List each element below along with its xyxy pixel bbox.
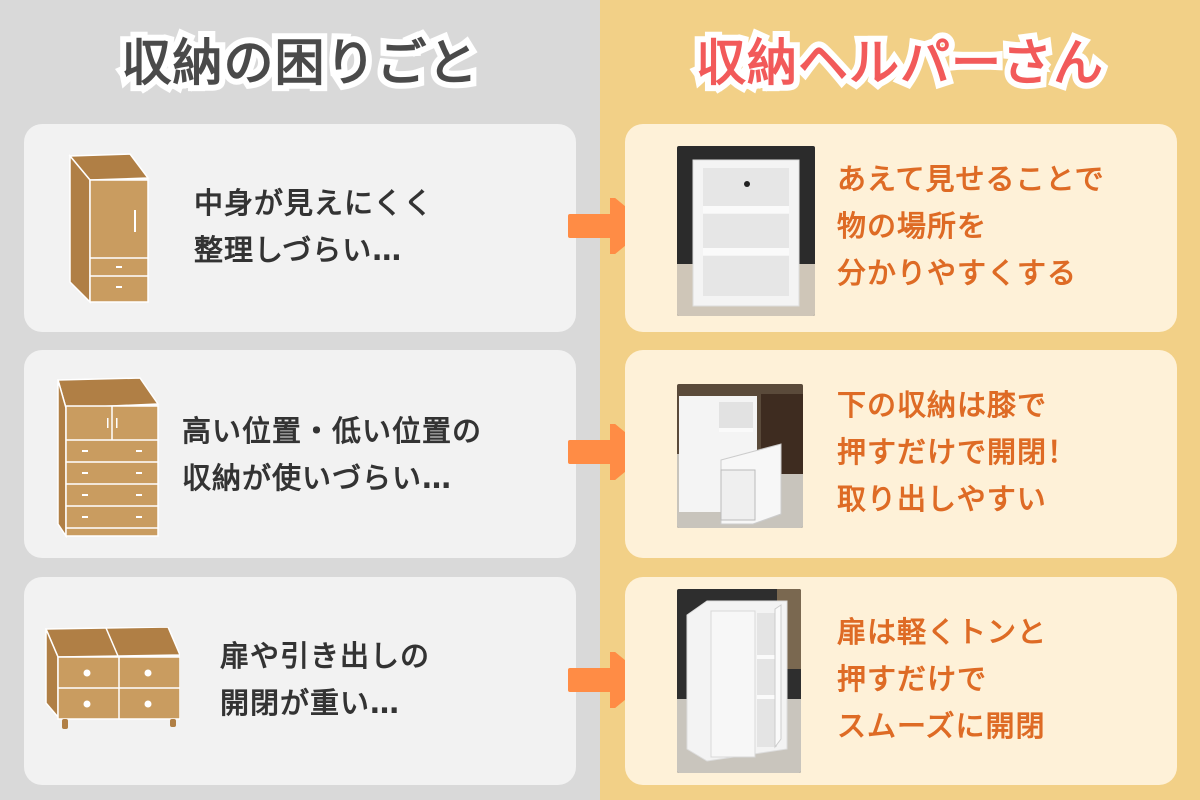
problem-card-1: 中身が見えにくく 整理しづらい… — [24, 124, 576, 332]
solution-card-3: 扉は軽くトンと 押すだけで スムーズに開閉 — [625, 577, 1177, 785]
door-cabinet-photo — [677, 589, 801, 773]
wardrobe-icon — [68, 153, 150, 304]
low-chest-icon — [44, 627, 180, 729]
solution-text-line: 物の場所を — [837, 209, 988, 243]
solution-text-line: 分かりやすくする — [837, 256, 1078, 290]
problem-text-line: 開閉が重い… — [220, 686, 401, 720]
open-shelf-photo — [677, 146, 815, 316]
solution-text-line: あえて見せることで — [837, 162, 1105, 196]
problem-text-line: 中身が見えにくく — [194, 186, 434, 220]
problem-text-line: 整理しづらい… — [194, 233, 403, 267]
solution-text-line: 押すだけで — [837, 662, 988, 696]
problem-card-2: 高い位置・低い位置の 収納が使いづらい… — [24, 350, 576, 558]
problem-card-3: 扉や引き出しの 開閉が重い… — [24, 577, 576, 785]
drawer-cabinet-photo — [677, 384, 803, 528]
solution-text-line: 取り出しやすい — [837, 482, 1047, 516]
problem-text-line: 高い位置・低い位置の — [182, 414, 483, 448]
solution-text-line: 押すだけで開閉！ — [837, 435, 1078, 469]
solution-card-2: 下の収納は膝で 押すだけで開閉！ 取り出しやすい — [625, 350, 1177, 558]
solution-text-line: スムーズに開閉 — [837, 709, 1046, 743]
problem-text-line: 扉や引き出しの — [220, 639, 431, 673]
tall-chest-icon — [57, 377, 160, 538]
problems-heading: 収納の困りごと — [116, 28, 484, 98]
solution-card-1: あえて見せることで 物の場所を 分かりやすくする — [625, 124, 1177, 332]
solutions-heading: 収納ヘルパーさん — [690, 28, 1109, 98]
solution-text-line: 扉は軽くトンと — [837, 615, 1048, 649]
solution-text-line: 下の収納は膝で — [837, 388, 1048, 422]
problem-text-line: 収納が使いづらい… — [182, 461, 453, 495]
